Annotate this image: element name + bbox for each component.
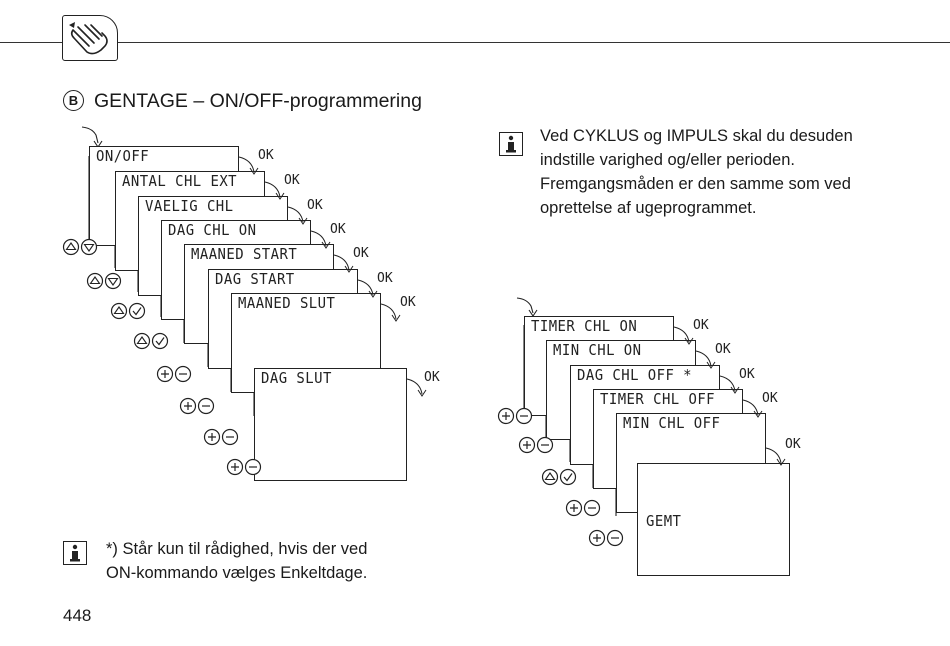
lcd-text: DAG START xyxy=(215,270,295,288)
ok-label: OK xyxy=(424,370,440,385)
ok-label: OK xyxy=(377,271,393,286)
ok-label: OK xyxy=(353,246,369,261)
info-note-line: ON-kommando vælges Enkeltdage. xyxy=(106,564,368,582)
plus-minus-buttons[interactable] xyxy=(226,458,264,481)
ok-label: OK xyxy=(739,367,755,382)
lcd-text: DAG CHL ON xyxy=(168,221,257,239)
lcd-text: DAG CHL OFF * xyxy=(577,366,693,384)
info-note-line: *) Står kun til rådighed, hvis der ved xyxy=(106,540,368,558)
ok-label: OK xyxy=(258,148,274,163)
ok-label: OK xyxy=(307,198,323,213)
lcd-text: TIMER CHL ON xyxy=(531,317,638,335)
up-check-buttons[interactable] xyxy=(541,468,579,491)
plus-minus-buttons[interactable] xyxy=(179,397,217,420)
up-down-buttons[interactable] xyxy=(86,272,124,295)
plus-minus-buttons[interactable] xyxy=(588,529,626,552)
lcd-text: DAG SLUT xyxy=(261,369,332,387)
info-note-top: Ved CYKLUS og IMPULS skal du desuden ind… xyxy=(540,124,853,220)
left-ok-arrows xyxy=(238,156,427,397)
ok-label: OK xyxy=(400,295,416,310)
section-letter: B xyxy=(63,90,84,111)
section-title: GENTAGE – ON/OFF-programmering xyxy=(94,90,422,112)
lcd-text: MAANED START xyxy=(191,245,298,263)
info-icon xyxy=(63,541,87,565)
info-note-line: Fremgangsmåden er den samme som ved xyxy=(540,175,851,193)
ok-label: OK xyxy=(693,318,709,333)
lcd-text: GEMT xyxy=(646,512,682,530)
up-check-buttons[interactable] xyxy=(110,302,148,325)
lcd-text: MIN CHL OFF xyxy=(623,414,721,432)
ok-label: OK xyxy=(284,173,300,188)
lcd-text: ON/OFF xyxy=(96,147,150,165)
plus-minus-buttons[interactable] xyxy=(156,365,194,388)
ok-label: OK xyxy=(785,437,801,452)
up-down-buttons[interactable] xyxy=(62,238,100,261)
header-rule xyxy=(0,42,950,43)
lcd-screen: DAG SLUT xyxy=(254,368,407,481)
lcd-text: ANTAL CHL EXT xyxy=(122,172,238,190)
info-note-line: Ved CYKLUS og IMPULS skal du desuden xyxy=(540,127,853,145)
plus-minus-buttons[interactable] xyxy=(497,407,535,430)
ok-label: OK xyxy=(330,222,346,237)
section-heading: B GENTAGE – ON/OFF-programmering xyxy=(63,90,422,113)
lcd-text: MAANED SLUT xyxy=(238,294,336,312)
info-note-line: indstille varighed og/eller perioden. xyxy=(540,151,795,169)
info-icon xyxy=(499,132,523,156)
info-note-line: oprettelse af ugeprogrammet. xyxy=(540,199,757,217)
lcd-text: MIN CHL ON xyxy=(553,341,642,359)
up-check-buttons[interactable] xyxy=(133,332,171,355)
plus-minus-buttons[interactable] xyxy=(203,428,241,451)
ok-label: OK xyxy=(715,342,731,357)
lcd-screen-final: GEMT xyxy=(637,463,790,576)
plus-minus-buttons[interactable] xyxy=(565,499,603,522)
info-note-bottom: *) Står kun til rådighed, hvis der ved O… xyxy=(106,537,367,585)
ok-label: OK xyxy=(762,391,778,406)
lcd-text: VAELIG CHL xyxy=(145,197,234,215)
hand-icon xyxy=(62,15,118,61)
lcd-text: TIMER CHL OFF xyxy=(600,390,716,408)
page-number: 448 xyxy=(63,606,92,625)
plus-minus-buttons[interactable] xyxy=(518,436,556,459)
